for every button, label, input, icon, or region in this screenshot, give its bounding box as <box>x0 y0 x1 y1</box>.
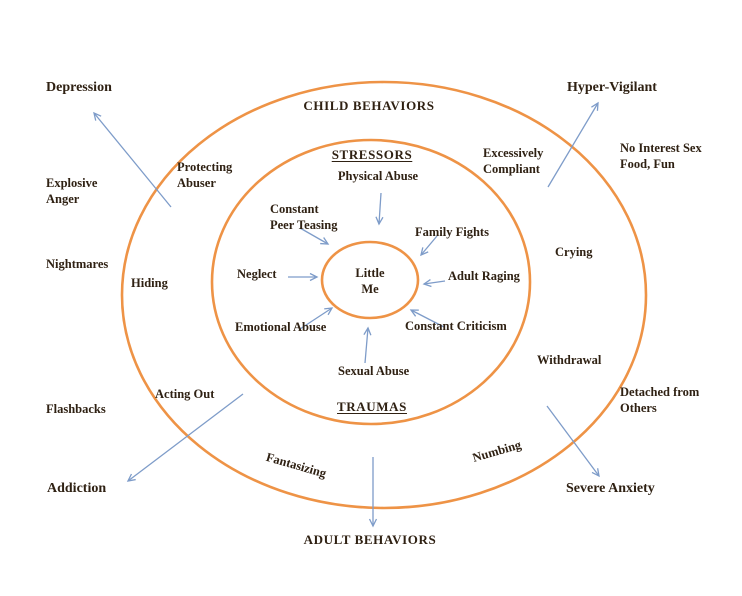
label-little-me: Little Me <box>355 266 385 296</box>
arrow-severe-anxiety <box>546 405 600 478</box>
label-sexual-abuse: Sexual Abuse <box>338 364 410 378</box>
label-adult-behaviors-heading: ADULT BEHAVIORS <box>303 532 437 547</box>
label-physical-abuse: Physical Abuse <box>337 169 419 183</box>
label-acting-out: Acting Out <box>155 387 215 401</box>
label-flashbacks: Flashbacks <box>46 402 106 416</box>
label-traumas-heading: TRAUMAS <box>337 399 407 414</box>
label-excessively-compliant: Excessively Compliant <box>483 146 544 176</box>
inner-ring-circle <box>210 138 532 426</box>
arrow-sexual-abuse <box>363 326 372 364</box>
arrow-constant-criticism <box>409 309 445 328</box>
label-protecting-abuser: Protecting Abuser <box>177 160 233 190</box>
label-addiction: Addiction <box>47 481 107 496</box>
outer-ring-circle <box>120 80 648 510</box>
label-child-behaviors-heading: CHILD BEHAVIORS <box>303 98 435 113</box>
arrow-depression <box>93 111 172 208</box>
arrow-physical-abuse <box>375 192 384 226</box>
label-constant-peer-teasing: Constant Peer Teasing <box>270 202 338 232</box>
arrow-addiction <box>126 393 244 482</box>
label-stressors-heading: STRESSORS <box>331 147 413 162</box>
center-circle <box>320 240 420 320</box>
arrow-family-fights <box>420 235 438 257</box>
label-detached-from-others: Detached from Others <box>620 385 700 415</box>
label-neglect: Neglect <box>237 267 277 281</box>
label-withdrawal: Withdrawal <box>537 353 602 367</box>
label-nightmares: Nightmares <box>46 257 109 271</box>
label-hyper-vigilant: Hyper-Vigilant <box>567 80 657 95</box>
label-severe-anxiety: Severe Anxiety <box>566 481 655 496</box>
label-explosive-anger: Explosive Anger <box>46 176 98 206</box>
arrow-emotional-abuse <box>299 307 334 330</box>
label-adult-raging: Adult Raging <box>448 269 520 283</box>
label-family-fights: Family Fights <box>415 225 489 239</box>
label-hiding: Hiding <box>131 276 168 290</box>
label-emotional-abuse: Emotional Abuse <box>235 320 327 334</box>
label-no-interest-sex-food-fun: No Interest Sex Food, Fun <box>620 141 702 171</box>
label-crying: Crying <box>555 245 593 259</box>
arrow-constant-peer-teasing <box>299 227 330 245</box>
arrow-adult-raging <box>422 279 446 288</box>
label-constant-criticism: Constant Criticism <box>405 319 507 333</box>
label-depression: Depression <box>46 80 112 95</box>
arrow-hyper-vigilant <box>547 101 599 188</box>
